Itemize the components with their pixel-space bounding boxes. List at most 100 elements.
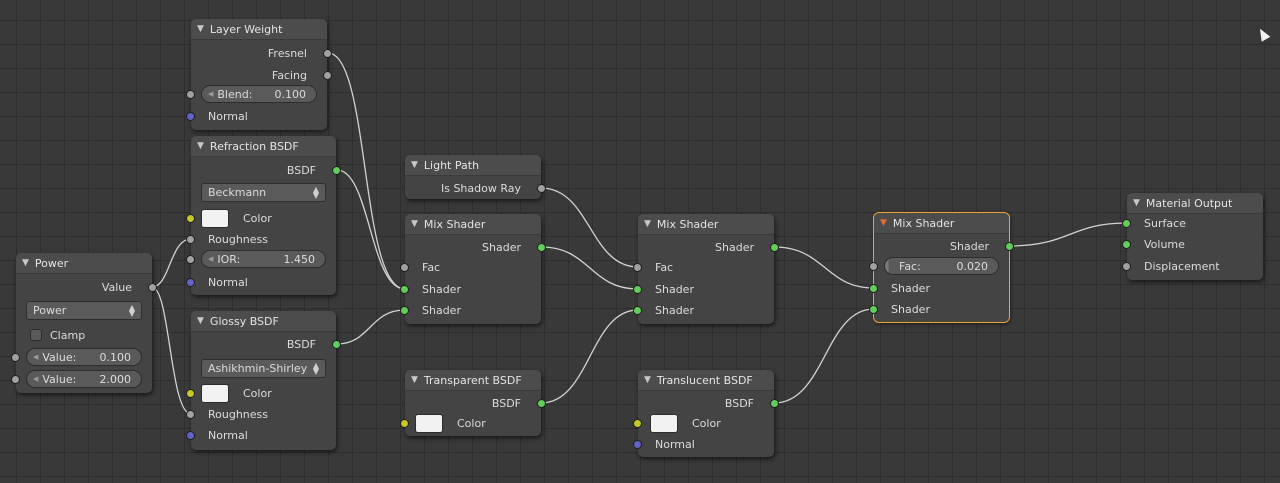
dropdown-value: Ashikhmin-Shirley [208, 362, 308, 375]
color-swatch[interactable] [650, 413, 678, 433]
triangle-down-icon[interactable]: ▼ [644, 219, 651, 229]
node-header[interactable]: ▼Transparent BSDF [405, 370, 541, 391]
socket-label: Color [243, 211, 272, 225]
socket-is-shadow-ray[interactable] [537, 183, 546, 193]
arrow-left-icon[interactable]: ◀ [208, 90, 214, 98]
node-header[interactable]: ▼Glossy BSDF [191, 311, 336, 332]
clamp-checkbox[interactable] [30, 329, 42, 341]
socket-surface[interactable] [1122, 218, 1131, 228]
socket-shader-in-1[interactable] [869, 283, 878, 293]
distribution-dropdown[interactable]: Beckmann▲▼ [201, 183, 326, 202]
socket-value-1[interactable] [11, 353, 20, 362]
socket-shader-in-2[interactable] [869, 304, 878, 314]
socket-bsdf[interactable] [537, 398, 546, 408]
field-label: Fac: [899, 259, 921, 273]
color-swatch[interactable] [201, 208, 229, 228]
color-swatch[interactable] [415, 413, 443, 433]
socket-bsdf[interactable] [332, 339, 341, 349]
triangle-down-icon[interactable]: ▼ [197, 141, 204, 151]
node-translucent-bsdf[interactable]: ▼Translucent BSDF BSDF Color Normal [633, 370, 779, 457]
socket-shader-in-2[interactable] [633, 305, 642, 315]
node-header[interactable]: ▼Layer Weight [191, 19, 327, 40]
node-layer-weight[interactable]: ▼Layer Weight Fresnel Facing ◀Blend:0.10… [186, 19, 332, 130]
node-material-output[interactable]: ▼Material Output Surface Volume Displace… [1122, 193, 1263, 280]
link-mix2-to-mix3-shader1 [773, 246, 875, 289]
input-normal: Normal [186, 272, 336, 292]
value2-field[interactable]: ◀Value:2.000 [26, 370, 142, 388]
ior-field[interactable]: ◀IOR:1.450 [201, 250, 326, 268]
node-header[interactable]: ▼Refraction BSDF [191, 136, 336, 157]
node-header[interactable]: ▼Light Path [405, 155, 541, 176]
arrow-left-icon[interactable]: ◀ [33, 375, 39, 383]
node-header[interactable]: ▼Mix Shader [874, 213, 1009, 234]
triangle-down-icon[interactable]: ▼ [411, 219, 418, 229]
triangle-down-icon[interactable]: ▼ [1133, 198, 1140, 208]
field-value: 0.100 [274, 87, 307, 101]
node-power[interactable]: ▼Power Value Power▲▼ Clamp ◀Value:0.100 … [11, 253, 157, 393]
output-shader: Shader [874, 236, 1014, 256]
socket-color[interactable] [186, 388, 195, 398]
triangle-down-icon[interactable]: ▼ [197, 24, 204, 34]
socket-value[interactable] [148, 282, 157, 292]
socket-shader-in-1[interactable] [400, 284, 409, 294]
node-header[interactable]: ▼Translucent BSDF [638, 370, 774, 391]
socket-fac[interactable] [869, 262, 878, 271]
socket-normal[interactable] [633, 439, 642, 449]
arrow-left-icon[interactable]: ◀ [208, 255, 214, 263]
triangle-down-icon[interactable]: ▼ [411, 160, 418, 170]
color-swatch[interactable] [201, 383, 229, 403]
triangle-down-icon[interactable]: ▼ [22, 258, 29, 268]
node-header[interactable]: ▼Material Output [1127, 193, 1263, 214]
node-light-path[interactable]: ▼Light Path Is Shadow Ray [405, 155, 546, 199]
node-header[interactable]: ▼Power [16, 253, 152, 274]
socket-blend[interactable] [186, 90, 195, 99]
socket-label: Shader [655, 303, 694, 317]
socket-shader-in-1[interactable] [633, 284, 642, 294]
socket-shader-out[interactable] [537, 242, 546, 252]
socket-normal[interactable] [186, 430, 195, 440]
socket-displacement[interactable] [1122, 261, 1131, 271]
socket-fresnel[interactable] [323, 48, 332, 58]
socket-value-2[interactable] [11, 375, 20, 384]
node-mix-shader-3[interactable]: ▼Mix Shader Shader Fac:0.020 Shader Shad… [869, 212, 1014, 323]
socket-roughness[interactable] [186, 409, 195, 419]
socket-normal[interactable] [186, 111, 195, 121]
triangle-down-icon[interactable]: ▼ [644, 375, 651, 385]
socket-volume[interactable] [1122, 239, 1131, 249]
input-shader-2: Shader [633, 300, 774, 320]
triangle-down-icon[interactable]: ▼ [197, 316, 204, 326]
socket-ior[interactable] [186, 255, 195, 264]
fac-field[interactable]: Fac:0.020 [884, 257, 999, 275]
socket-roughness[interactable] [186, 234, 195, 244]
clamp-checkbox-row[interactable]: Clamp [16, 325, 152, 345]
socket-shader-in-2[interactable] [400, 305, 409, 315]
socket-color[interactable] [633, 418, 642, 428]
node-transparent-bsdf[interactable]: ▼Transparent BSDF BSDF Color [400, 370, 546, 436]
socket-fac[interactable] [400, 262, 409, 272]
socket-facing[interactable] [323, 70, 332, 80]
socket-color[interactable] [400, 418, 409, 428]
socket-normal[interactable] [186, 277, 195, 287]
triangle-down-icon[interactable]: ▼ [411, 375, 418, 385]
socket-shader-out[interactable] [770, 242, 779, 252]
blend-field[interactable]: ◀Blend:0.100 [201, 85, 317, 103]
node-mix-shader-1[interactable]: ▼Mix Shader Shader Fac Shader Shader [400, 214, 546, 324]
socket-label: Shader [655, 282, 694, 296]
operation-dropdown[interactable]: Power▲▼ [26, 301, 142, 320]
node-header[interactable]: ▼Mix Shader [638, 214, 774, 235]
socket-label: Color [457, 416, 486, 430]
arrow-left-icon[interactable]: ◀ [33, 353, 39, 361]
value1-field[interactable]: ◀Value:0.100 [26, 348, 142, 366]
socket-color[interactable] [186, 213, 195, 223]
socket-shader-out[interactable] [1005, 241, 1014, 251]
node-mix-shader-2[interactable]: ▼Mix Shader Shader Fac Shader Shader [633, 214, 779, 324]
triangle-down-icon[interactable]: ▼ [880, 218, 887, 228]
distribution-dropdown[interactable]: Ashikhmin-Shirley▲▼ [201, 359, 326, 378]
socket-bsdf[interactable] [770, 398, 779, 408]
node-header[interactable]: ▼Mix Shader [405, 214, 541, 235]
socket-fac[interactable] [633, 262, 642, 272]
node-glossy-bsdf[interactable]: ▼Glossy BSDF BSDF Ashikhmin-Shirley▲▼ Co… [186, 311, 341, 450]
socket-bsdf[interactable] [332, 165, 341, 175]
node-refraction-bsdf[interactable]: ▼Refraction BSDF BSDF Beckmann▲▼ Color R… [186, 136, 341, 295]
input-shader-1: Shader [400, 279, 541, 299]
